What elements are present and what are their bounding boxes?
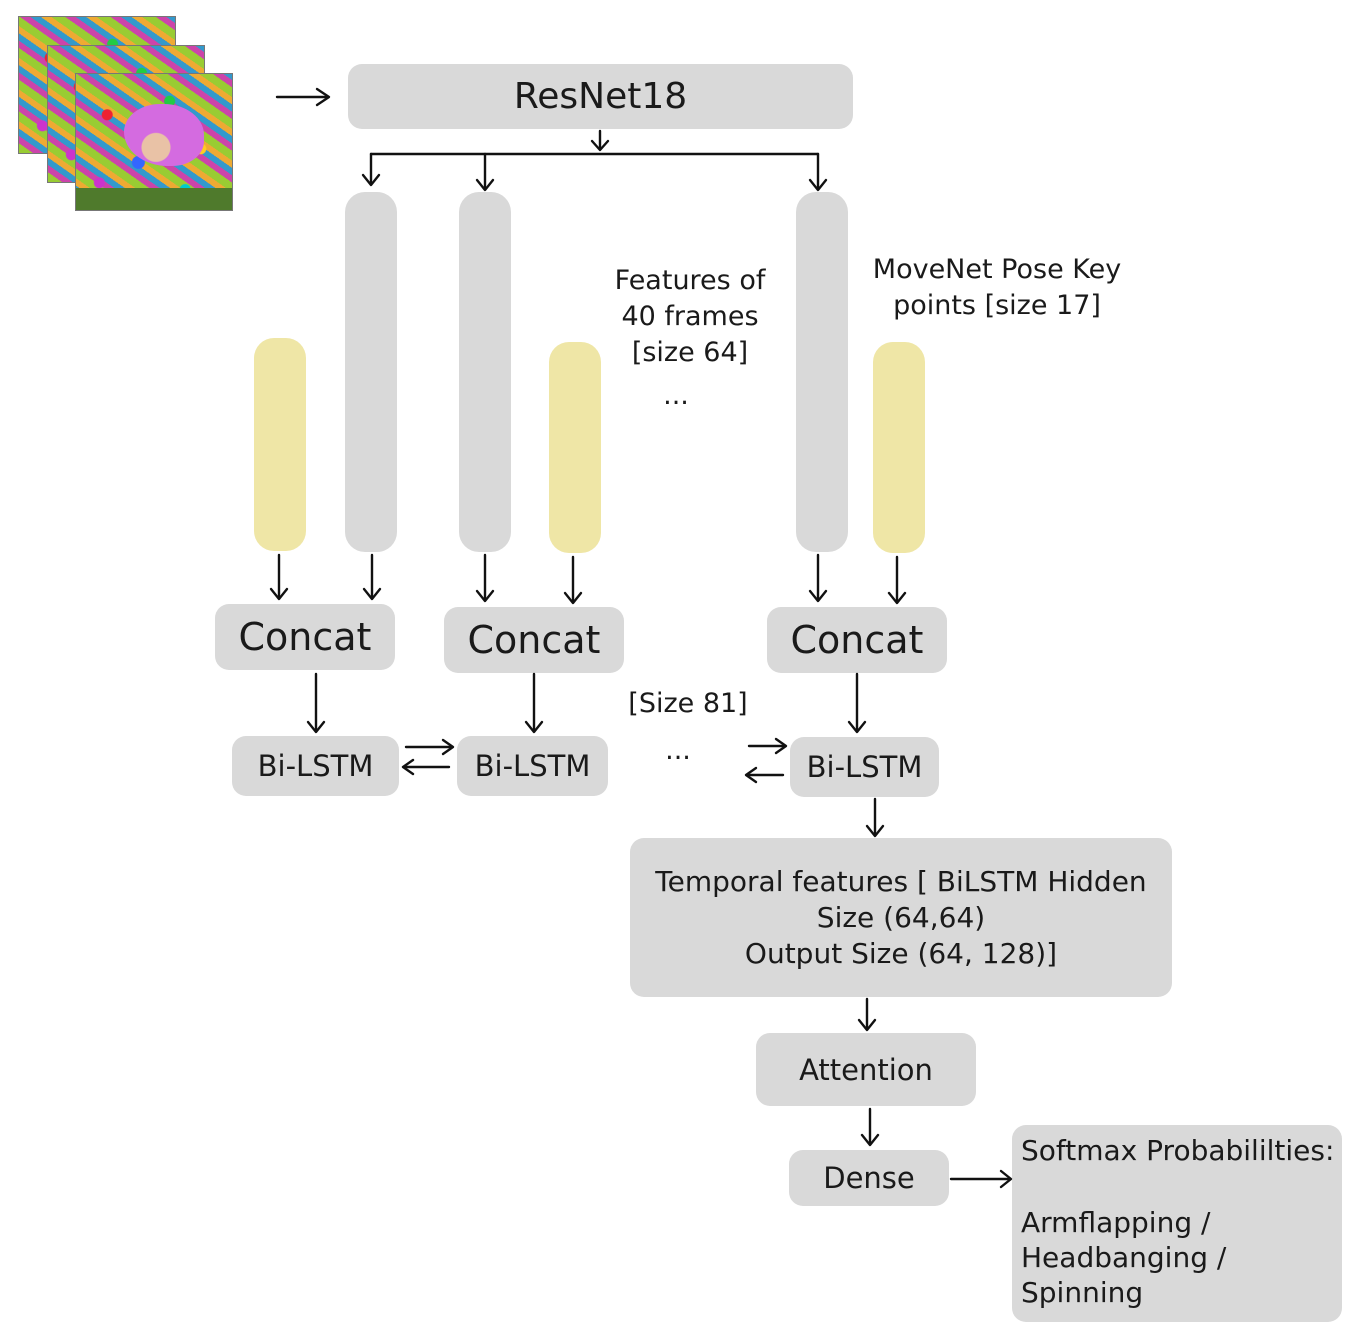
bilstm-box-2: Bi-LSTM [457,736,608,796]
size81-annotation: [Size 81] [628,688,748,719]
arrow-dense-to-softmax [949,1169,1013,1189]
softmax-line-armflapping: Armflapping / [1021,1206,1211,1239]
arrow-col2-to-concat2 [475,553,495,603]
resnet-feature-column-3 [796,192,848,552]
arrow-branch-col3 [808,152,828,192]
arrow-ellipsis-to-bilstm3 [747,737,788,755]
concat-box-1: Concat [215,604,395,670]
video-frames-image [18,16,234,212]
resnet-feature-column-1 [345,192,397,552]
arrow-bilstm3-to-ellipsis [744,766,785,784]
resnet18-label: ResNet18 [513,76,688,117]
bilstm-box-3: Bi-LSTM [790,737,939,797]
ellipsis-middle: ... [665,735,691,766]
pose-keypoint-column-2 [549,342,601,553]
features-annotation: Features of 40 frames [size 64] [592,263,788,371]
concat-box-3: Concat [767,607,947,673]
arrow-bilstm1-to-bilstm2 [404,738,455,756]
arrow-branch-col2 [475,152,495,192]
arrow-concat3-to-bilstm3 [847,672,867,734]
bilstm-label-2: Bi-LSTM [474,749,591,783]
dense-box: Dense [789,1150,949,1206]
softmax-line-1: Softmax Probabililties: [1021,1134,1335,1167]
softmax-line-headbanging: Headbanging / [1021,1241,1227,1274]
arrow-resnet-down [590,129,610,152]
bilstm-box-1: Bi-LSTM [232,736,399,796]
arrow-concat2-to-bilstm2 [524,672,544,734]
concat-label-1: Concat [238,615,372,659]
arrow-frames-to-resnet [275,87,331,107]
frame-3 [75,73,233,211]
softmax-line-spinning: Spinning [1021,1276,1144,1309]
temporal-features-box: Temporal features [ BiLSTM Hidden Size (… [630,838,1172,997]
arrow-concat1-to-bilstm1 [306,672,326,734]
temporal-line-1: Temporal features [ BiLSTM Hidden [655,864,1147,898]
movenet-annotation: MoveNet Pose Key points [size 17] [852,252,1142,324]
arrow-col3-to-concat3 [808,553,828,603]
arrow-bilstm2-to-bilstm1 [401,758,451,776]
infant-figure [124,104,204,166]
pose-keypoint-column-1 [254,338,306,551]
features-line-2: 40 frames [621,301,759,332]
concat-label-3: Concat [790,618,924,662]
dense-label: Dense [823,1161,915,1195]
arrow-temporal-to-attention [857,997,877,1032]
temporal-line-3: Output Size (64, 128)] [744,936,1058,970]
features-line-1: Features of [614,265,766,296]
arrow-bilstm3-to-temporal [865,797,885,838]
ellipsis-top: ... [663,380,689,411]
features-line-3: [size 64] [631,337,749,368]
bilstm-label-1: Bi-LSTM [257,749,374,783]
movenet-line-1: MoveNet Pose Key [872,254,1122,285]
pose-keypoint-column-3 [873,342,925,553]
concat-label-2: Concat [467,618,601,662]
attention-label: Attention [799,1052,933,1087]
arrow-pose2-to-concat2 [563,555,583,605]
movenet-line-2: points [size 17] [893,290,1101,321]
bilstm-label-3: Bi-LSTM [806,750,923,784]
arrow-attention-to-dense [860,1107,880,1147]
resnet-feature-column-2 [459,192,511,552]
softmax-output-box: Softmax Probabililties: Armflapping / He… [1012,1125,1342,1322]
concat-box-2: Concat [444,607,624,673]
arrow-pose3-to-concat3 [887,555,907,605]
arrow-col1-to-concat1 [362,553,382,601]
floor [76,188,232,210]
resnet18-box: ResNet18 [348,64,853,129]
temporal-line-2: Size (64,64) [816,900,986,934]
attention-box: Attention [756,1033,976,1106]
arrow-pose1-to-concat1 [269,553,289,601]
arrow-branch-col1 [361,152,381,187]
